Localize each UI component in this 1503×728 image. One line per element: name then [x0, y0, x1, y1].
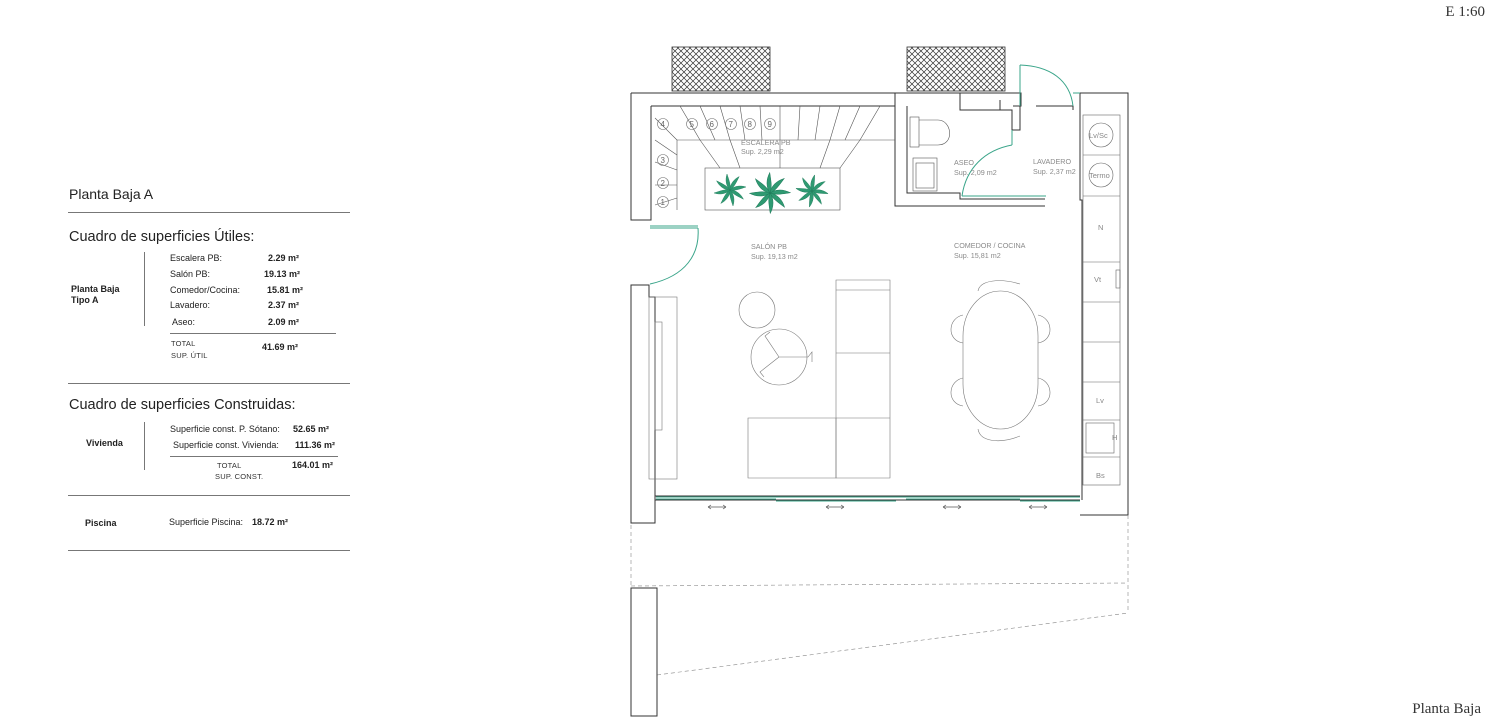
table-row-label: Lavadero:: [170, 300, 211, 310]
divider: [144, 252, 145, 326]
planter-top-left: [671, 46, 771, 92]
room-name: ASEO: [954, 158, 974, 167]
room-name: SALÓN PB: [751, 242, 787, 251]
group-label: Piscina: [85, 518, 117, 528]
total-value: 164.01 m²: [292, 460, 334, 470]
stair-number: 4: [661, 120, 666, 129]
table-row-value: 15.81 m²: [267, 285, 304, 295]
room-area: Sup. 2,09 m2: [954, 168, 997, 177]
doors: [649, 64, 1074, 285]
table-row-label: Superficie const. Vivienda:: [173, 440, 279, 450]
panel-title: Planta Baja A: [69, 186, 154, 202]
aseo-fixtures: [909, 116, 950, 192]
group-label: Planta Baja: [71, 284, 120, 294]
total-label: SUP. CONST.: [215, 472, 264, 481]
table-row-label: Superficie const. P. Sótano:: [170, 424, 280, 434]
terrace-wall: [630, 587, 658, 717]
glazing: [650, 92, 1080, 502]
divider: [144, 422, 145, 470]
stair-number: 6: [710, 120, 715, 129]
divider: [170, 456, 338, 457]
stair-number: 9: [768, 120, 773, 129]
staircase: [654, 105, 895, 211]
sheet-title: Planta Baja: [1412, 701, 1481, 717]
stair-number: 3: [661, 156, 666, 165]
room-name: ESCALERA PB: [741, 138, 791, 147]
table-row-value: 18.72 m²: [252, 517, 289, 527]
divider: [68, 495, 350, 496]
table-row-value: 2.37 m²: [268, 300, 300, 310]
divider: [68, 383, 350, 384]
utiles-heading: Cuadro de superficies Útiles:: [69, 229, 255, 245]
living-furniture: [648, 279, 891, 480]
total-label: TOTAL: [171, 339, 196, 348]
room-name: COMEDOR / COCINA: [954, 241, 1026, 250]
plant-icon: [713, 172, 829, 214]
surface-panel: Planta Baja A Cuadro de superficies Útil…: [0, 0, 360, 728]
construidas-heading: Cuadro de superficies Construidas:: [69, 397, 296, 413]
stair-number: 7: [729, 120, 734, 129]
room-area: Sup. 2,29 m2: [741, 147, 784, 156]
room-area: Sup. 15,81 m2: [954, 251, 1001, 260]
group-label: Vivienda: [86, 438, 123, 448]
divider: [68, 550, 350, 551]
room-name: LAVADERO: [1033, 157, 1071, 166]
appliance-label: H: [1112, 433, 1117, 442]
stair-number: 1: [661, 198, 666, 207]
planter-top-right: [906, 46, 1006, 92]
kitchen-counter: [1082, 114, 1121, 486]
total-value: 41.69 m²: [262, 342, 299, 352]
room-area: Sup. 19,13 m2: [751, 252, 798, 261]
table-row-value: 2.29 m²: [268, 253, 300, 263]
table-row-value: 2.09 m²: [268, 317, 300, 327]
scale-label: E 1:60: [1445, 4, 1485, 20]
table-row-label: Escalera PB:: [170, 253, 223, 263]
table-row-label: Comedor/Cocina:: [170, 285, 241, 295]
appliance-label: N: [1098, 223, 1103, 232]
table-row-label: Superficie Piscina:: [169, 517, 244, 527]
divider: [170, 333, 336, 334]
slide-arrows: [707, 504, 1048, 510]
appliance-label: Vt: [1094, 275, 1102, 284]
appliance-label: Lv: [1096, 396, 1104, 405]
stair-number: 8: [748, 120, 753, 129]
divider: [68, 212, 350, 213]
pool-outline: [630, 515, 1129, 676]
stair-number: 5: [690, 120, 695, 129]
table-row-value: 19.13 m²: [264, 269, 301, 279]
stair-number: 2: [661, 179, 666, 188]
stair-numbers: 1 2 3 4 5 6 7 8 9: [657, 118, 776, 208]
table-row-value: 52.65 m²: [293, 424, 330, 434]
table-row-label: Salón PB:: [170, 269, 211, 279]
walls: [630, 92, 1129, 524]
total-label: TOTAL: [217, 461, 242, 470]
dining-set: [950, 280, 1051, 442]
total-label: SUP. ÚTIL: [171, 351, 208, 360]
table-row-label: Aseo:: [172, 317, 196, 327]
group-label: Tipo A: [71, 295, 99, 305]
room-labels: ESCALERA PB Sup. 2,29 m2 ASEO Sup. 2,09 …: [741, 138, 1076, 261]
appliance-label: Termo: [1089, 171, 1110, 180]
room-area: Sup. 2,37 m2: [1033, 167, 1076, 176]
appliance-label: Lv/Sc: [1089, 131, 1108, 140]
appliance-label: Bs: [1096, 471, 1105, 480]
table-row-value: 111.36 m²: [295, 440, 336, 450]
